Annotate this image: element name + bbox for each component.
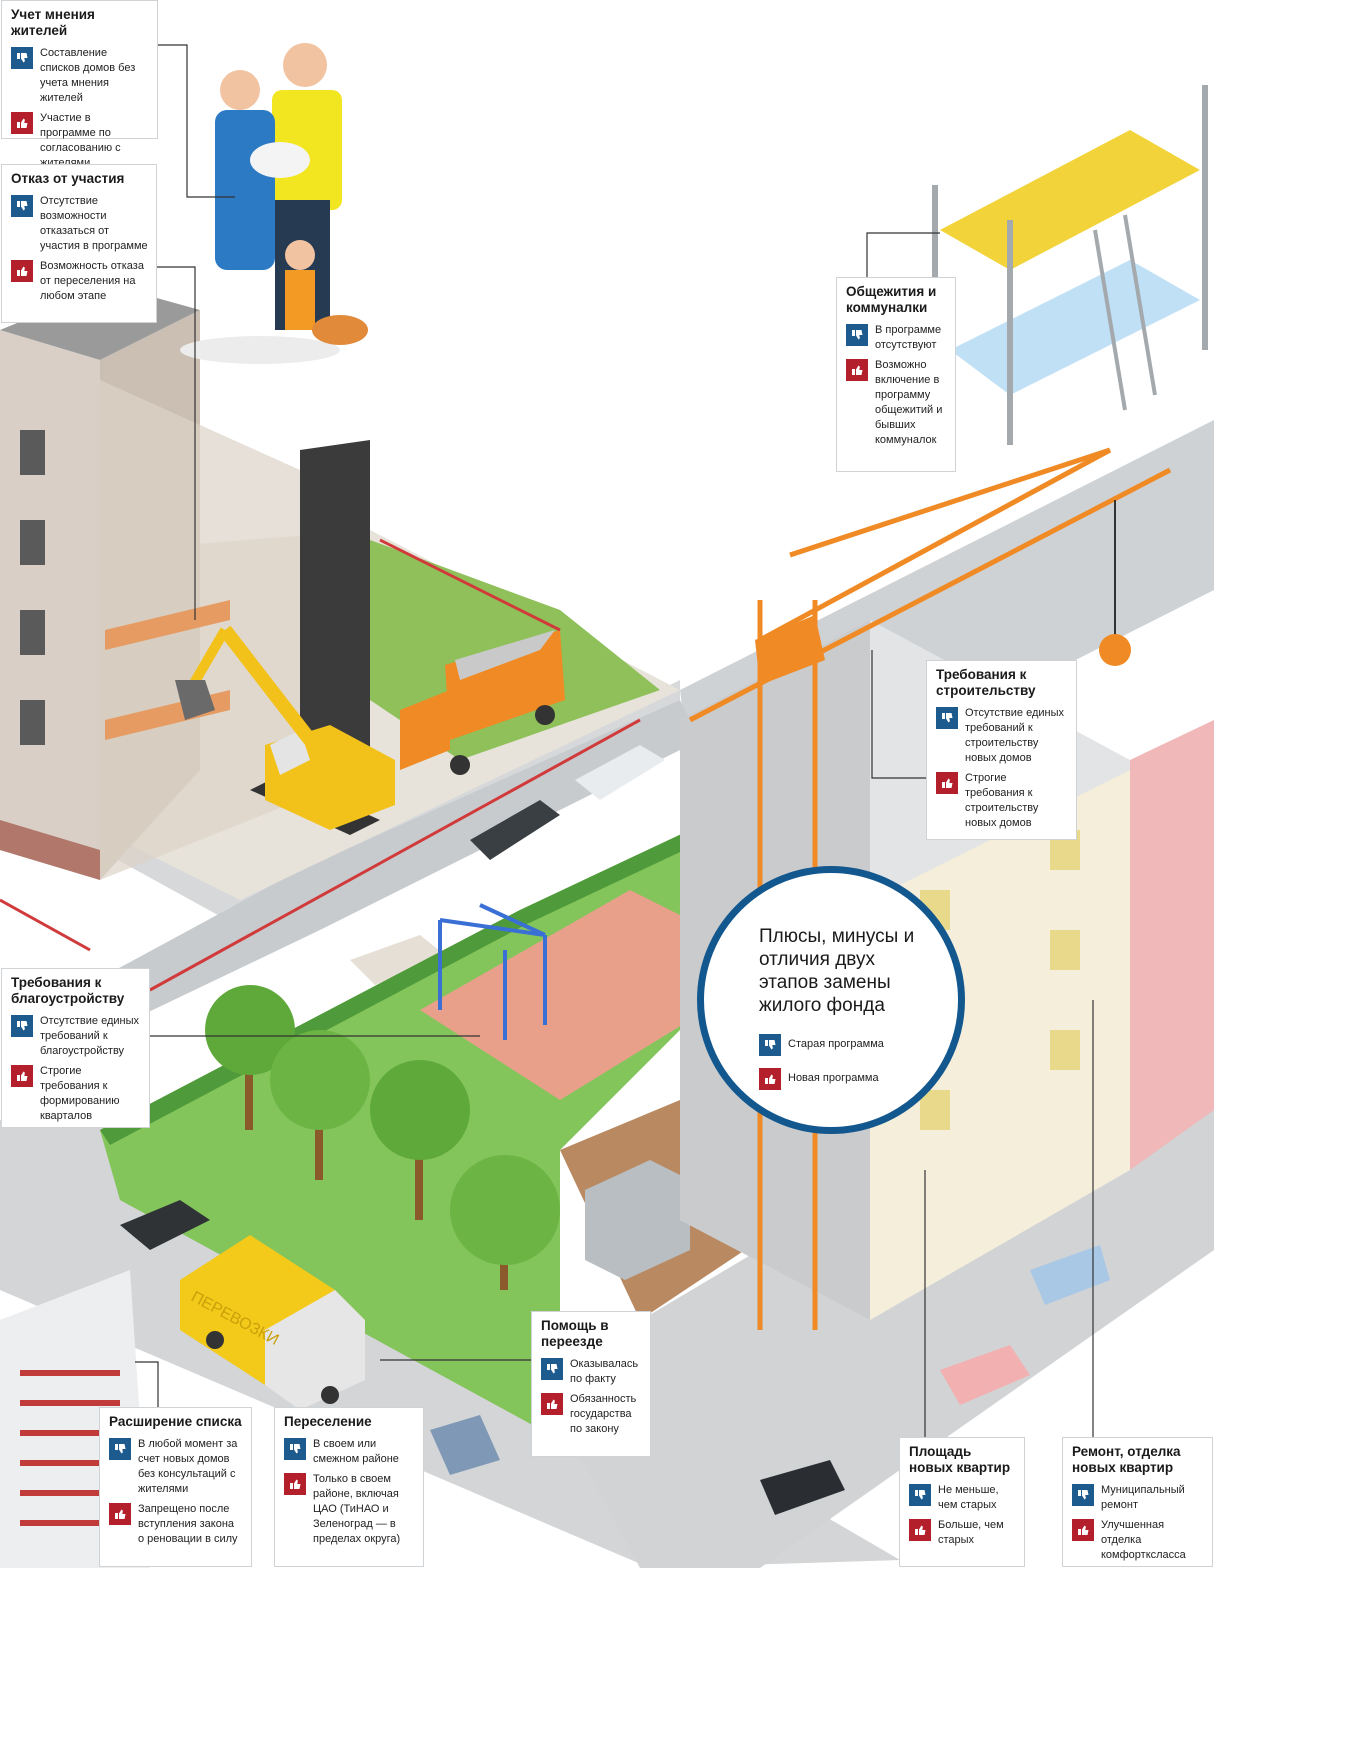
minus-text: Отсутствие единых требований к благоустр… (40, 1015, 140, 1057)
minus-text: В своем или смежном районе (313, 1438, 399, 1465)
card-landscaping: Требования к благоустройству Отсутствие … (1, 968, 150, 1128)
card-dorms: Общежития и коммуналки В программе отсут… (836, 277, 956, 472)
thumbs-up-icon (909, 1519, 931, 1541)
thumbs-down-icon (936, 707, 958, 729)
card-title: Отказ от участия (11, 171, 125, 186)
plus-text: Улучшенная отделка комфортксласса (1101, 1519, 1186, 1561)
card-renovation: Ремонт, отделка новых квартир Муниципаль… (1062, 1437, 1213, 1567)
legend-old-label: Старая программа (788, 1038, 884, 1050)
old-building (0, 285, 370, 880)
thumbs-up-icon (11, 260, 33, 282)
street-cars-bottom (120, 1200, 1110, 1515)
plus-text: Участие в программе по согласованию с жи… (40, 112, 121, 169)
thumbs-down-icon (541, 1358, 563, 1380)
card-apartment-area: Площадь новых квартир Не меньше, чем ста… (899, 1437, 1025, 1567)
minus-text: В любой момент за счет новых домов без к… (138, 1438, 238, 1495)
thumbs-down-icon (846, 324, 868, 346)
minus-text: Муниципальный ремонт (1101, 1484, 1185, 1511)
minus-text: Оказывалась по факту (570, 1358, 639, 1385)
card-title: Ремонт, отделка новых квартир (1072, 1444, 1181, 1475)
thumbs-down-icon (759, 1034, 781, 1056)
plus-text: Строгие требования к формированию кварта… (40, 1065, 120, 1122)
legend-title: Плюсы, минусы и отличия двух этапов заме… (759, 926, 915, 1016)
card-title: Переселение (284, 1414, 372, 1429)
concrete-slabs (585, 1160, 690, 1280)
thumbs-up-icon (759, 1068, 781, 1090)
plus-text: Больше, чем старых (938, 1519, 1004, 1546)
monkey-bars (438, 903, 547, 1040)
legend-new: Новая программа (759, 1067, 879, 1090)
minus-text: В программе отсутствуют (875, 324, 942, 351)
thumbs-up-icon (846, 359, 868, 381)
excavator (175, 625, 395, 835)
thumbs-up-icon (541, 1393, 563, 1415)
thumbs-up-icon (284, 1473, 306, 1495)
card-residents-opinion: Учет мнения жителей Составление списков … (1, 0, 158, 169)
street-cars-top (350, 745, 665, 985)
thumbs-up-icon (1072, 1519, 1094, 1541)
minus-text: Отсутствие возможности отказаться от уча… (40, 195, 148, 252)
family-illustration (180, 43, 368, 364)
thumbs-up-icon (936, 772, 958, 794)
legend-new-label: Новая программа (788, 1072, 879, 1084)
moving-truck: ПЕРЕВОЗКИ (180, 1235, 365, 1410)
card-title: Площадь новых квартир (909, 1444, 1011, 1475)
plus-text: Только в своем районе, включая ЦАО (ТиНА… (313, 1473, 401, 1545)
plus-text: Возможно включение в программу общежитий… (875, 359, 943, 446)
thumbs-up-icon (109, 1503, 131, 1525)
plus-text: Обязанность государства по закону (570, 1393, 637, 1435)
minus-text: Отсутствие единых требований к строитель… (965, 707, 1065, 764)
card-opt-out: Отказ от участия Отсутствие возможности … (1, 164, 157, 323)
card-construction: Требования к строительству Отсутствие ед… (926, 660, 1077, 840)
thumbs-down-icon (11, 195, 33, 217)
thumbs-down-icon (284, 1438, 306, 1460)
thumbs-down-icon (11, 47, 33, 69)
card-title: Требования к благоустройству (11, 975, 125, 1006)
bunk-bed (932, 85, 1208, 445)
minus-text: Составление списков домов без учета мнен… (40, 47, 136, 104)
park-trees (205, 985, 560, 1290)
playground (420, 890, 690, 1100)
legend-old: Старая программа (759, 1033, 884, 1056)
thumbs-down-icon (109, 1438, 131, 1460)
card-title: Учет мнения жителей (11, 7, 95, 38)
card-title: Общежития и коммуналки (846, 284, 937, 315)
card-title: Расширение списка (109, 1414, 242, 1429)
thumbs-down-icon (1072, 1484, 1094, 1506)
plus-text: Строгие требования к строительству новых… (965, 772, 1039, 829)
crane-hook (1099, 634, 1131, 666)
card-list-expansion: Расширение списка В любой момент за счет… (99, 1407, 252, 1567)
thumbs-down-icon (11, 1015, 33, 1037)
thumbs-down-icon (909, 1484, 931, 1506)
thumbs-up-icon (11, 112, 33, 134)
thumbs-up-icon (11, 1065, 33, 1087)
legend-circle: Плюсы, минусы и отличия двух этапов заме… (697, 866, 965, 1134)
dump-truck (400, 630, 565, 775)
plus-text: Запрещено после вступления закона о рено… (138, 1503, 238, 1545)
card-title: Помощь в переезде (541, 1318, 609, 1349)
minus-text: Не меньше, чем старых (938, 1484, 999, 1511)
card-moving-help: Помощь в переезде Оказывалась по факту О… (531, 1311, 651, 1457)
card-resettlement: Переселение В своем или смежном районе Т… (274, 1407, 424, 1567)
construction-fence (0, 538, 641, 992)
leader-lines (135, 44, 1094, 1438)
crane-cab (755, 615, 825, 685)
card-title: Требования к строительству (936, 667, 1036, 698)
plus-text: Возможность отказа от переселения на люб… (40, 260, 144, 302)
